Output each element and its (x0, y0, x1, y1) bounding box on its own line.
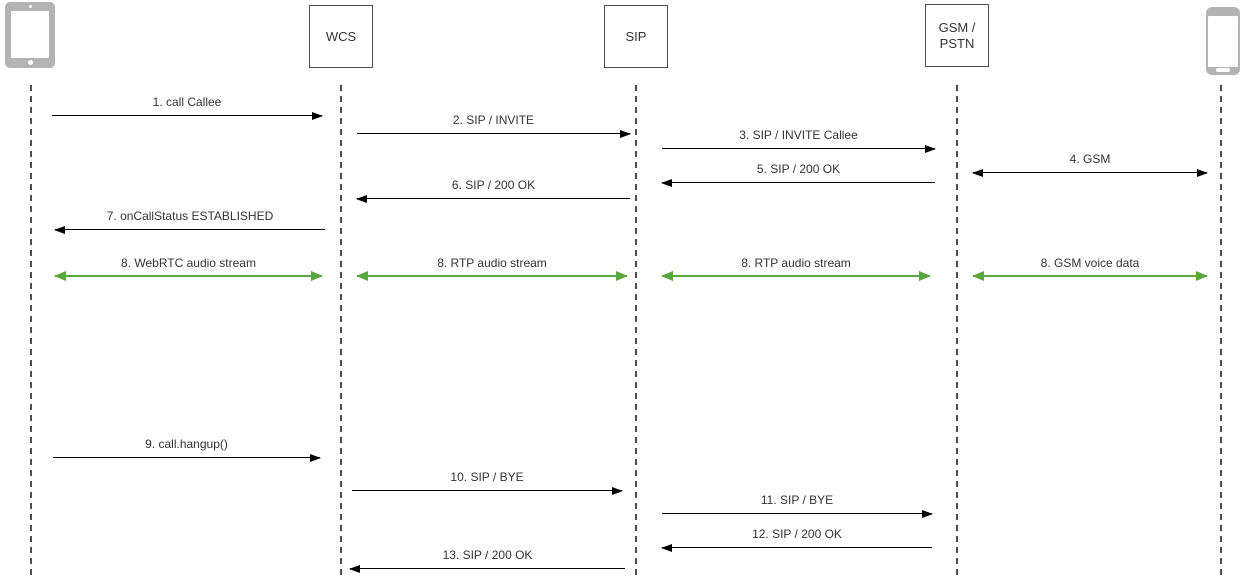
message-arrow-line (54, 225, 325, 234)
message-6-sip-to-wcs: 6. SIP / 200 OK (356, 175, 630, 203)
arrowhead-left-icon (54, 225, 65, 234)
message-arrow-line (661, 178, 935, 187)
actor-box-wcs: WCS (309, 5, 373, 68)
lifeline-caller-device (30, 85, 32, 580)
arrowhead-right-icon (925, 144, 936, 153)
message-arrow-line (356, 271, 628, 281)
actor-label-wcs: WCS (325, 28, 357, 44)
message-label: 1. call Callee (152, 95, 222, 109)
message-3-sip-to-gsm-pstn: 3. SIP / INVITE Callee (662, 125, 936, 153)
message-arrow-line (662, 144, 936, 153)
tablet-camera-dot (28, 5, 32, 8)
arrowhead-right-icon (312, 111, 323, 120)
arrowhead-left-icon (356, 271, 368, 281)
actor-label-gsm-line2: PSTN (939, 35, 975, 51)
arrowhead-left-icon (661, 178, 672, 187)
message-arrow-line (53, 453, 321, 462)
arrowhead-right-icon (1196, 271, 1208, 281)
arrowhead-right-icon (620, 129, 631, 138)
message-label: 8. GSM voice data (1040, 256, 1140, 270)
message-arrow-line (972, 271, 1208, 281)
message-arrow-line (356, 194, 630, 203)
message-13-wcs-to-sip: 10. SIP / BYE (352, 467, 623, 495)
arrowhead-left-icon (661, 271, 673, 281)
message-arrow-line (662, 509, 933, 518)
message-label: 8. WebRTC audio stream (121, 256, 256, 270)
message-label: 10. SIP / BYE (450, 470, 524, 484)
tablet-screen (11, 11, 49, 58)
arrowhead-left-icon (54, 271, 66, 281)
arrowhead-left-icon (972, 271, 984, 281)
message-15-gsm-pstn-to-sip: 12. SIP / 200 OK (661, 524, 932, 552)
message-arrow-line (972, 168, 1208, 177)
actor-label-gsm-line1: GSM / (938, 19, 976, 35)
arrowhead-right-icon (612, 486, 623, 495)
message-10-sip-to-gsm-pstn: 8. RTP audio stream (661, 253, 931, 281)
message-label: 7. onCallStatus ESTABLISHED (106, 209, 274, 223)
tablet-home-button (27, 60, 33, 65)
message-label: 6. SIP / 200 OK (451, 178, 536, 192)
message-1-caller-device-to-wcs: 1. call Callee (52, 92, 323, 120)
message-7-wcs-to-caller-device: 7. onCallStatus ESTABLISHED (54, 206, 325, 234)
arrowhead-right-icon (919, 271, 931, 281)
message-label: 11. SIP / BYE (760, 493, 834, 507)
message-arrow-line (357, 129, 631, 138)
lifeline-wcs (340, 85, 342, 580)
callee-phone-icon (1206, 7, 1240, 75)
message-arrow-line (352, 486, 623, 495)
message-label: 4. GSM (1069, 152, 1111, 166)
arrowhead-left-icon (972, 168, 983, 177)
message-arrow-line (661, 543, 932, 552)
message-label: 2. SIP / INVITE (452, 113, 535, 127)
message-14-sip-to-gsm-pstn: 11. SIP / BYE (662, 490, 933, 518)
arrowhead-right-icon (310, 453, 321, 462)
message-arrow-line (349, 564, 625, 573)
message-16-sip-to-wcs: 13. SIP / 200 OK (349, 545, 625, 573)
message-arrow-line (661, 271, 931, 281)
message-8-caller-device-to-wcs: 8. WebRTC audio stream (54, 253, 323, 281)
message-label: 5. SIP / 200 OK (756, 162, 841, 176)
caller-tablet-icon (5, 2, 55, 68)
phone-home-button (1216, 68, 1230, 72)
lifeline-gsm-pstn (956, 85, 958, 580)
message-label: 13. SIP / 200 OK (442, 548, 533, 562)
message-12-caller-device-to-wcs: 9. call.hangup() (53, 434, 321, 462)
lifeline-sip (635, 85, 637, 580)
message-arrow-line (52, 111, 323, 120)
actor-box-gsm-pstn: GSM / PSTN (925, 4, 989, 67)
message-label: 3. SIP / INVITE Callee (739, 128, 858, 142)
message-11-gsm-pstn-to-callee-device: 8. GSM voice data (972, 253, 1208, 281)
lifeline-callee-device (1220, 85, 1222, 580)
arrowhead-right-icon (311, 271, 323, 281)
arrowhead-left-icon (349, 564, 360, 573)
actor-label-sip: SIP (625, 28, 647, 44)
message-arrow-line (54, 271, 323, 281)
message-2-wcs-to-sip: 2. SIP / INVITE (357, 110, 631, 138)
arrowhead-right-icon (922, 509, 933, 518)
message-label: 12. SIP / 200 OK (752, 527, 842, 541)
actor-box-sip: SIP (604, 5, 668, 68)
phone-screen (1208, 16, 1238, 67)
message-label: 9. call.hangup() (145, 437, 228, 451)
arrowhead-left-icon (356, 194, 367, 203)
message-9-wcs-to-sip: 8. RTP audio stream (356, 253, 628, 281)
message-label: 8. RTP audio stream (741, 256, 851, 270)
arrowhead-left-icon (661, 543, 672, 552)
message-4-gsm-pstn-to-callee-device: 4. GSM (972, 149, 1208, 177)
arrowhead-right-icon (1197, 168, 1208, 177)
message-label: 8. RTP audio stream (437, 256, 547, 270)
arrowhead-right-icon (616, 271, 628, 281)
message-5-gsm-pstn-to-sip: 5. SIP / 200 OK (661, 159, 935, 187)
